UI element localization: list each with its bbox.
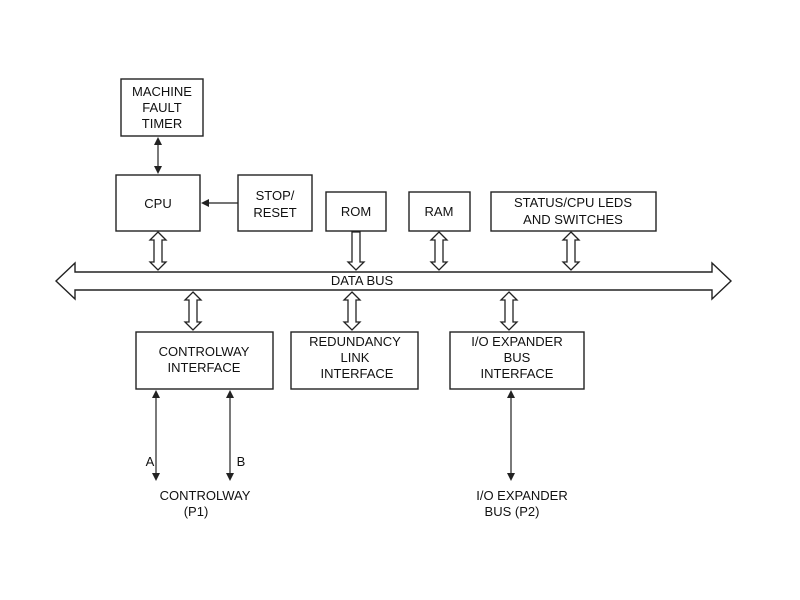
data-bus-label: DATA BUS (331, 273, 394, 288)
io-expander-port-line-1: I/O EXPANDER (476, 488, 568, 503)
redundancy-link-line-1: REDUNDANCY (309, 334, 401, 349)
io-expander-interface-line-2: BUS (504, 350, 531, 365)
io-expander-interface-line-3: INTERFACE (481, 366, 554, 381)
cpu-block: CPU (115, 174, 201, 232)
stop-reset-block: STOP/ RESET (237, 174, 313, 232)
io-expander-port-line-2: BUS (P2) (485, 504, 540, 519)
machine-fault-timer-block: MACHINE FAULT TIMER (120, 78, 204, 137)
redundancy-link-line-2: LINK (341, 350, 370, 365)
redundancy-link-block: REDUNDANCY LINK INTERFACE (290, 331, 419, 390)
ram-bus-link (429, 231, 449, 271)
redundancy-bus-link (342, 291, 362, 331)
machine-fault-timer-line-2: FAULT (142, 100, 182, 115)
status-leds-block: STATUS/CPU LEDS AND SWITCHES (490, 191, 657, 232)
machine-fault-timer-line-1: MACHINE (132, 84, 192, 99)
ram-block: RAM (408, 191, 471, 232)
controlway-port-line-2: (P1) (184, 504, 209, 519)
status-bus-link (561, 231, 581, 271)
stop-reset-line-2: RESET (253, 205, 296, 220)
io-expander-bus-wire (507, 390, 515, 481)
io-expander-port-label: I/O EXPANDER BUS (P2) (476, 488, 568, 519)
cpu-label: CPU (144, 196, 171, 211)
controlway-interface-line-1: CONTROLWAY (159, 344, 250, 359)
timer-cpu-wire (154, 137, 162, 174)
cpu-bus-link (148, 231, 168, 271)
io-expander-bus-link (499, 291, 519, 331)
io-expander-interface-block: I/O EXPANDER BUS INTERFACE (449, 331, 585, 390)
controlway-port-label: CONTROLWAY (P1) (160, 488, 251, 519)
rom-bus-link (346, 231, 366, 271)
stop-reset-line-1: STOP/ (256, 188, 295, 203)
machine-fault-timer-line-3: TIMER (142, 116, 182, 131)
redundancy-link-line-3: INTERFACE (321, 366, 394, 381)
rom-block: ROM (325, 191, 387, 232)
ram-label: RAM (425, 204, 454, 219)
controlway-interface-block: CONTROLWAY INTERFACE (135, 331, 274, 390)
stop-reset-cpu-wire (201, 199, 238, 207)
status-leds-line-2: AND SWITCHES (523, 212, 623, 227)
controlway-channel-b-wire (226, 390, 234, 481)
rom-label: ROM (341, 204, 371, 219)
status-leds-line-1: STATUS/CPU LEDS (514, 195, 632, 210)
data-bus-arrow (54, 261, 733, 301)
controlway-channel-a-wire (152, 390, 160, 481)
data-bus: DATA BUS (54, 261, 733, 301)
channel-a-label: A (146, 454, 155, 469)
controlway-interface-line-2: INTERFACE (168, 360, 241, 375)
controlway-bus-link (183, 291, 203, 331)
channel-b-label: B (237, 454, 246, 469)
io-expander-interface-line-1: I/O EXPANDER (471, 334, 563, 349)
controlway-port-line-1: CONTROLWAY (160, 488, 251, 503)
